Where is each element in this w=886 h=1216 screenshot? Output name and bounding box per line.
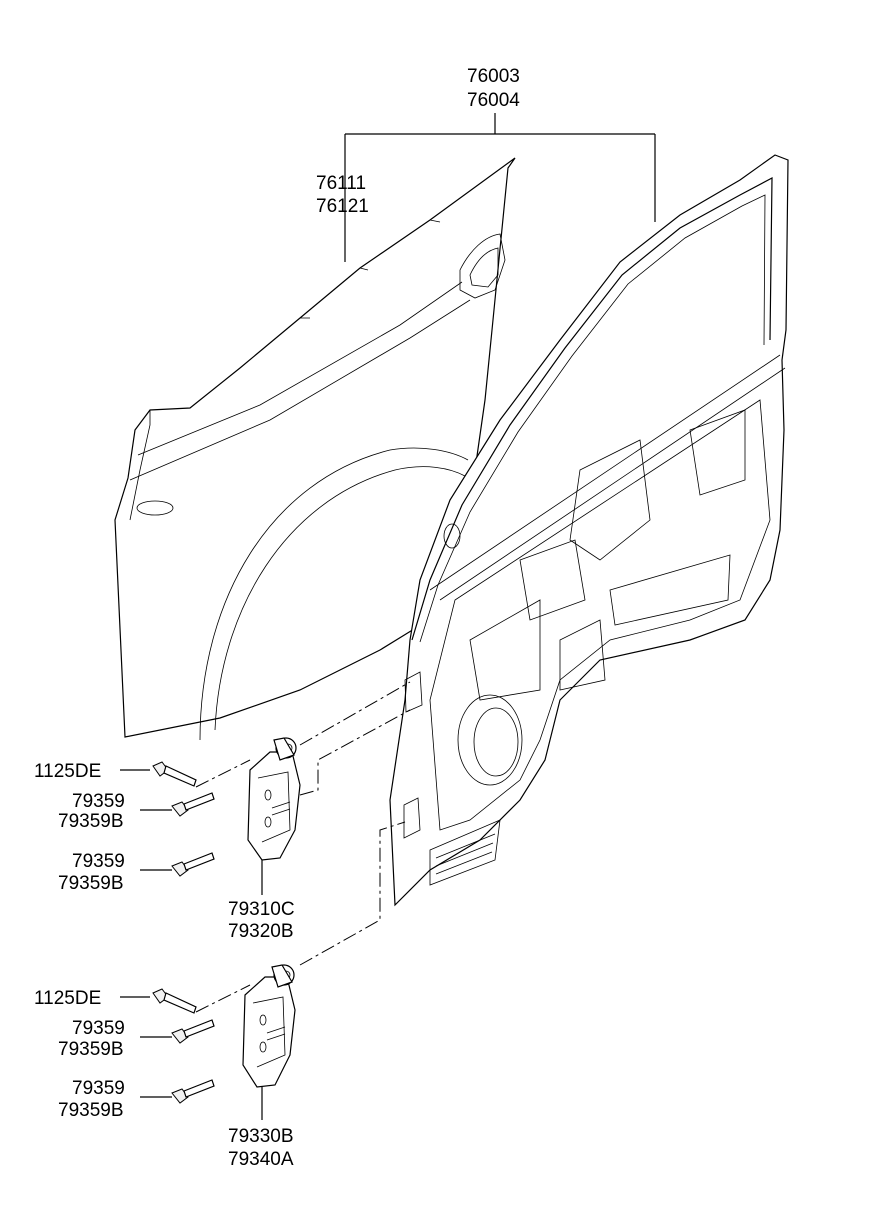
bolt-79359-lower-b — [140, 1079, 215, 1104]
label-upper-hinge-2: 79320B — [228, 921, 294, 942]
label-outer-panel-1: 76111 — [316, 173, 367, 194]
label-bolt-79359-lower-a-1: 79359 — [72, 1018, 125, 1039]
label-upper-hinge-1: 79310C — [228, 899, 295, 920]
label-bolt-79359-upper-a-2: 79359B — [58, 811, 124, 832]
label-door-assembly-2: 76004 — [467, 90, 520, 111]
bolt-1125de-lower — [120, 988, 197, 1014]
label-lower-hinge-2: 79340A — [228, 1149, 294, 1170]
label-bolt-79359-lower-b-2: 79359B — [58, 1100, 124, 1121]
label-bolt-1125de-upper: 1125DE — [34, 761, 102, 782]
upper-hinge — [247, 737, 301, 895]
outer-door-panel — [114, 157, 516, 741]
bolt-79359-lower-a — [140, 1019, 215, 1044]
bolt-79359-upper-b — [140, 852, 215, 877]
label-bolt-79359-lower-b-1: 79359 — [72, 1078, 125, 1099]
label-bolt-79359-lower-a-2: 79359B — [58, 1039, 124, 1060]
label-lower-hinge-1: 79330B — [228, 1126, 294, 1147]
bolt-1125de-upper — [120, 761, 197, 787]
label-outer-panel-2: 76121 — [316, 196, 369, 217]
label-bolt-79359-upper-b-1: 79359 — [72, 851, 125, 872]
label-door-assembly-1: 76003 — [467, 66, 520, 87]
lower-hinge — [242, 964, 296, 1120]
alignment-lines — [195, 681, 411, 1013]
label-bolt-1125de-lower: 1125DE — [34, 988, 102, 1009]
door-inner-assembly — [389, 154, 789, 907]
label-bolt-79359-upper-a-1: 79359 — [72, 791, 125, 812]
label-bolt-79359-upper-b-2: 79359B — [58, 873, 124, 894]
door-assembly-leader — [344, 113, 656, 262]
bolt-79359-upper-a — [140, 792, 215, 817]
